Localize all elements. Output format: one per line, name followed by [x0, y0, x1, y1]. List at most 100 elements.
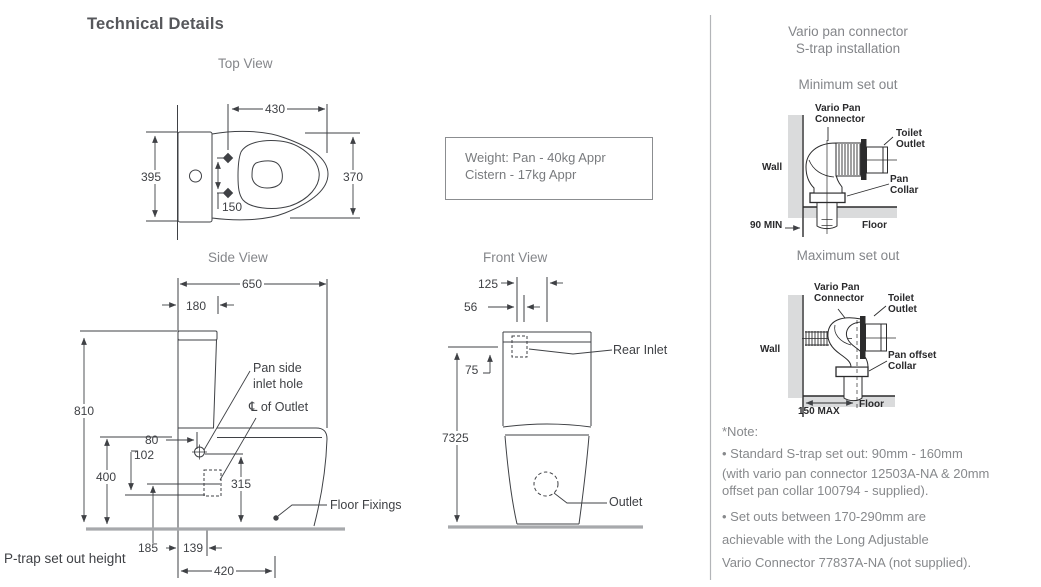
weight-line-cistern: Cistern - 17kg Appr: [465, 167, 577, 182]
note-heading: *Note:: [722, 424, 759, 439]
leader-pan-offset-collar: [868, 360, 888, 372]
toilet-outlet-stub: [865, 323, 887, 352]
cistern-body: [177, 339, 218, 429]
maximum-setout-title: Maximum set out: [796, 248, 900, 263]
bowl-opening: [251, 160, 283, 189]
leader-cl-outlet: [219, 417, 257, 481]
min-vario-pan-connector-label: Vario Pan Connector: [815, 103, 865, 125]
pan-side-inlet-line1: Pan side: [253, 361, 302, 375]
min-collar-line1: Pan: [890, 174, 909, 185]
dim-139: 139: [183, 541, 204, 555]
min-pan-collar-label: Pan Collar: [890, 174, 918, 196]
ptrap-setout-label: P-trap set out height: [4, 551, 126, 566]
elbow-body: [827, 317, 869, 368]
side-view-drawing: [80, 278, 345, 578]
dim-180: 180: [184, 299, 209, 313]
rear-inlet-hidden-box: [511, 335, 528, 358]
weight-line-pan: Weight: Pan - 40kg Appr: [465, 150, 606, 165]
leader-floor-fixings: [277, 504, 327, 517]
page-title: Technical Details: [87, 15, 224, 33]
min-floor-label: Floor: [862, 220, 887, 231]
dim-395: 395: [139, 170, 164, 184]
note-line-4: • Set outs between 170-290mm are: [722, 509, 927, 524]
seat-ring: [237, 140, 320, 209]
dim-150: 150: [222, 200, 243, 214]
wall-hatch: [788, 295, 802, 398]
dim-650: 650: [240, 277, 265, 291]
min-toilet-outlet-label: Toilet Outlet: [896, 128, 925, 150]
max-setout-dim: 150 MAX: [798, 406, 840, 417]
leader-rear-inlet: [528, 348, 613, 355]
max-vario-pan-connector-label: Vario Pan Connector: [814, 282, 864, 304]
cl-of-outlet-label: ℄ of Outlet: [249, 399, 308, 415]
min-connector-line2: Connector: [815, 114, 865, 125]
front-view-title: Front View: [483, 250, 548, 265]
floor-hatch: [803, 207, 897, 218]
dim-810: 810: [72, 404, 97, 418]
max-collar-line1: Pan offset: [888, 350, 937, 361]
dim-185: 185: [138, 541, 159, 555]
max-floor-label: Floor: [859, 399, 884, 410]
outlet-hidden-circle: [533, 471, 559, 497]
cistern-base-curve: [502, 423, 592, 428]
minimum-setout-title: Minimum set out: [798, 77, 898, 92]
maximum-setout-drawing: [788, 295, 896, 417]
max-connector-line1: Vario Pan: [814, 282, 860, 293]
note-line-1: • Standard S-trap set out: 90mm - 160mm: [722, 446, 963, 461]
outlet-hidden-box: [203, 469, 222, 497]
side-view-title: Side View: [208, 250, 268, 265]
inlet-marker-top: [222, 152, 234, 164]
outlet-label: Outlet: [609, 495, 643, 509]
dim-75: 75: [465, 363, 479, 377]
dim-80: 80: [145, 433, 159, 447]
connector-flange: [860, 316, 866, 359]
min-toilet-line2: Outlet: [896, 139, 925, 150]
strap-panel-title-line2: S-trap installation: [795, 41, 901, 56]
dim-430: 430: [263, 102, 288, 116]
note-line-2: (with vario pan connector 12503A-NA & 20…: [722, 466, 990, 481]
strap-panel-title-line1: Vario pan connector: [788, 24, 908, 39]
pan-offset-collar: [835, 366, 869, 378]
min-wall-label: Wall: [762, 162, 783, 173]
leader-toilet-outlet: [873, 305, 887, 317]
pan-side-inlet-label: Pan side inlet hole: [253, 360, 303, 392]
max-collar-line2: Collar: [888, 361, 917, 372]
leader-outlet: [553, 492, 607, 504]
pan-profile: [217, 427, 328, 527]
top-view-drawing: [146, 104, 360, 240]
max-toilet-line2: Outlet: [888, 304, 917, 315]
min-setout-dim: 90 MIN: [750, 220, 783, 231]
dim-400: 400: [94, 470, 119, 484]
cistern-plan: [177, 131, 213, 223]
elbow-body: [805, 142, 843, 194]
cl-of-outlet-text: of Outlet: [257, 400, 309, 414]
cistern-lid: [177, 330, 218, 341]
elbow-inner-curve: [808, 159, 835, 178]
leader-pan-side-inlet: [203, 370, 251, 451]
elbow-inner-curve: [834, 324, 852, 346]
floor-fixing-marker: [273, 515, 279, 521]
dim-7325: 7325: [440, 431, 471, 445]
barrel-ribs: [838, 144, 861, 175]
dim-56: 56: [464, 300, 478, 314]
max-toilet-outlet-label: Toilet Outlet: [888, 293, 917, 315]
dim-370: 370: [341, 170, 366, 184]
dim-420: 420: [212, 564, 237, 578]
top-view-title: Top View: [218, 56, 273, 71]
max-toilet-line1: Toilet: [888, 293, 914, 304]
note-line-3: offset pan collar 100794 - supplied).: [722, 483, 929, 498]
floor-fixings-label: Floor Fixings: [330, 498, 402, 512]
pan-left-edge: [504, 435, 518, 525]
max-connector-line2: Connector: [814, 293, 864, 304]
inlet-marker-bottom: [222, 187, 234, 199]
min-collar-line2: Collar: [890, 185, 919, 196]
dim-102: 102: [134, 448, 155, 462]
leader-toilet-outlet: [883, 136, 894, 146]
min-connector-line1: Vario Pan: [815, 103, 861, 114]
connector-flange: [861, 139, 867, 180]
front-view-drawing: [448, 277, 643, 529]
wall-hatch: [788, 115, 802, 218]
pan-collar: [809, 192, 846, 204]
minimum-setout-drawing: [785, 115, 897, 237]
